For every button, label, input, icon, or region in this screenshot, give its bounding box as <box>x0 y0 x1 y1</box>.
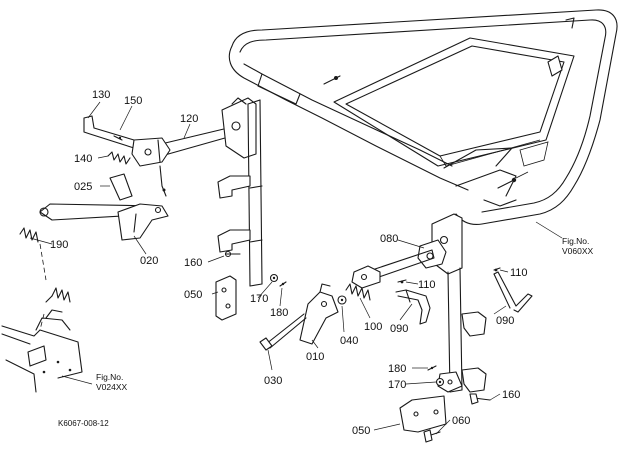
callout-160: 160 <box>184 257 202 269</box>
callout-040: 040 <box>340 335 358 347</box>
right-middle-assembly <box>259 279 431 351</box>
lower-left-frame <box>1 309 93 393</box>
callout-030: 030 <box>264 375 282 387</box>
callout-180-lower: 180 <box>388 363 406 375</box>
callout-110-right: 110 <box>510 267 528 279</box>
callout-130: 130 <box>92 89 110 101</box>
fig-ref-code: V024XX <box>96 382 128 392</box>
middle-left-hardware <box>215 250 287 321</box>
callout-120: 120 <box>180 113 198 125</box>
callout-150: 150 <box>124 95 142 107</box>
callout-010: 010 <box>306 351 324 363</box>
callout-180: 180 <box>270 307 288 319</box>
callout-050-lower: 050 <box>352 425 370 437</box>
callout-140: 140 <box>74 153 92 165</box>
callout-labels: 130 150 120 140 025 190 020 160 050 170 … <box>50 89 528 437</box>
figure-reference-v024xx: Fig.No. V024XX <box>96 372 128 392</box>
spring-190 <box>19 227 71 331</box>
callout-025: 025 <box>74 181 92 193</box>
callout-100: 100 <box>364 321 382 333</box>
diagram-code: K6067-008-12 <box>58 419 109 428</box>
callout-160-lower: 160 <box>502 389 520 401</box>
callout-050: 050 <box>184 289 202 301</box>
fig-ref-prefix: Fig.No. <box>96 372 123 382</box>
callout-090-right: 090 <box>496 315 514 327</box>
right-upper-assembly <box>351 213 533 393</box>
callout-190: 190 <box>50 239 68 251</box>
callout-170-lower: 170 <box>388 379 406 391</box>
upper-left-assembly <box>39 97 263 287</box>
callout-170: 170 <box>250 293 268 305</box>
callout-090-left: 090 <box>390 323 408 335</box>
callout-110-left: 110 <box>418 279 436 291</box>
callout-060: 060 <box>452 415 470 427</box>
figure-reference-v060xx: Fig.No. V060XX <box>562 236 594 256</box>
platform-panel <box>228 9 618 226</box>
fig-ref-code: V060XX <box>562 246 594 256</box>
callout-020: 020 <box>140 255 158 267</box>
fig-ref-prefix: Fig.No. <box>562 236 589 246</box>
callout-080: 080 <box>380 233 398 245</box>
leader-lines <box>29 101 563 435</box>
